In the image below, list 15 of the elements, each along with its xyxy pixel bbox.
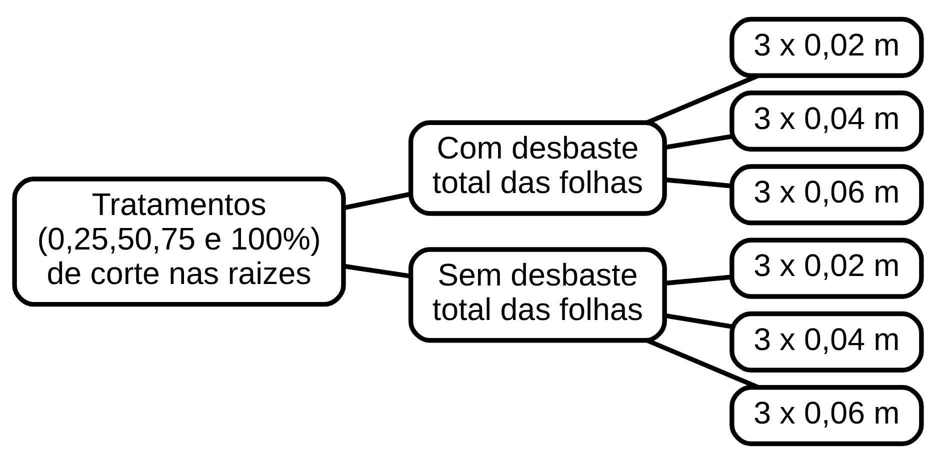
node-box: Tratamentos (0,25,50,75 e 100%) de corte nas raizes xyxy=(12,176,346,307)
node-box: 3 x 0,04 m xyxy=(730,90,924,152)
node-box: 3 x 0,02 m xyxy=(730,16,924,78)
connector xyxy=(343,264,411,278)
node-box: Com desbaste total das folhas xyxy=(408,120,667,216)
node-box: 3 x 0,06 m xyxy=(730,385,924,446)
connector xyxy=(664,177,732,188)
node-box: Sem desbaste total das folhas xyxy=(408,247,667,343)
connector xyxy=(664,313,732,329)
connector xyxy=(343,192,412,210)
connector xyxy=(664,274,732,286)
node-box: 3 x 0,06 m xyxy=(730,164,924,226)
node-box: 3 x 0,02 m xyxy=(730,238,924,299)
node-box: 3 x 0,04 m xyxy=(730,311,924,372)
connector xyxy=(664,134,732,150)
